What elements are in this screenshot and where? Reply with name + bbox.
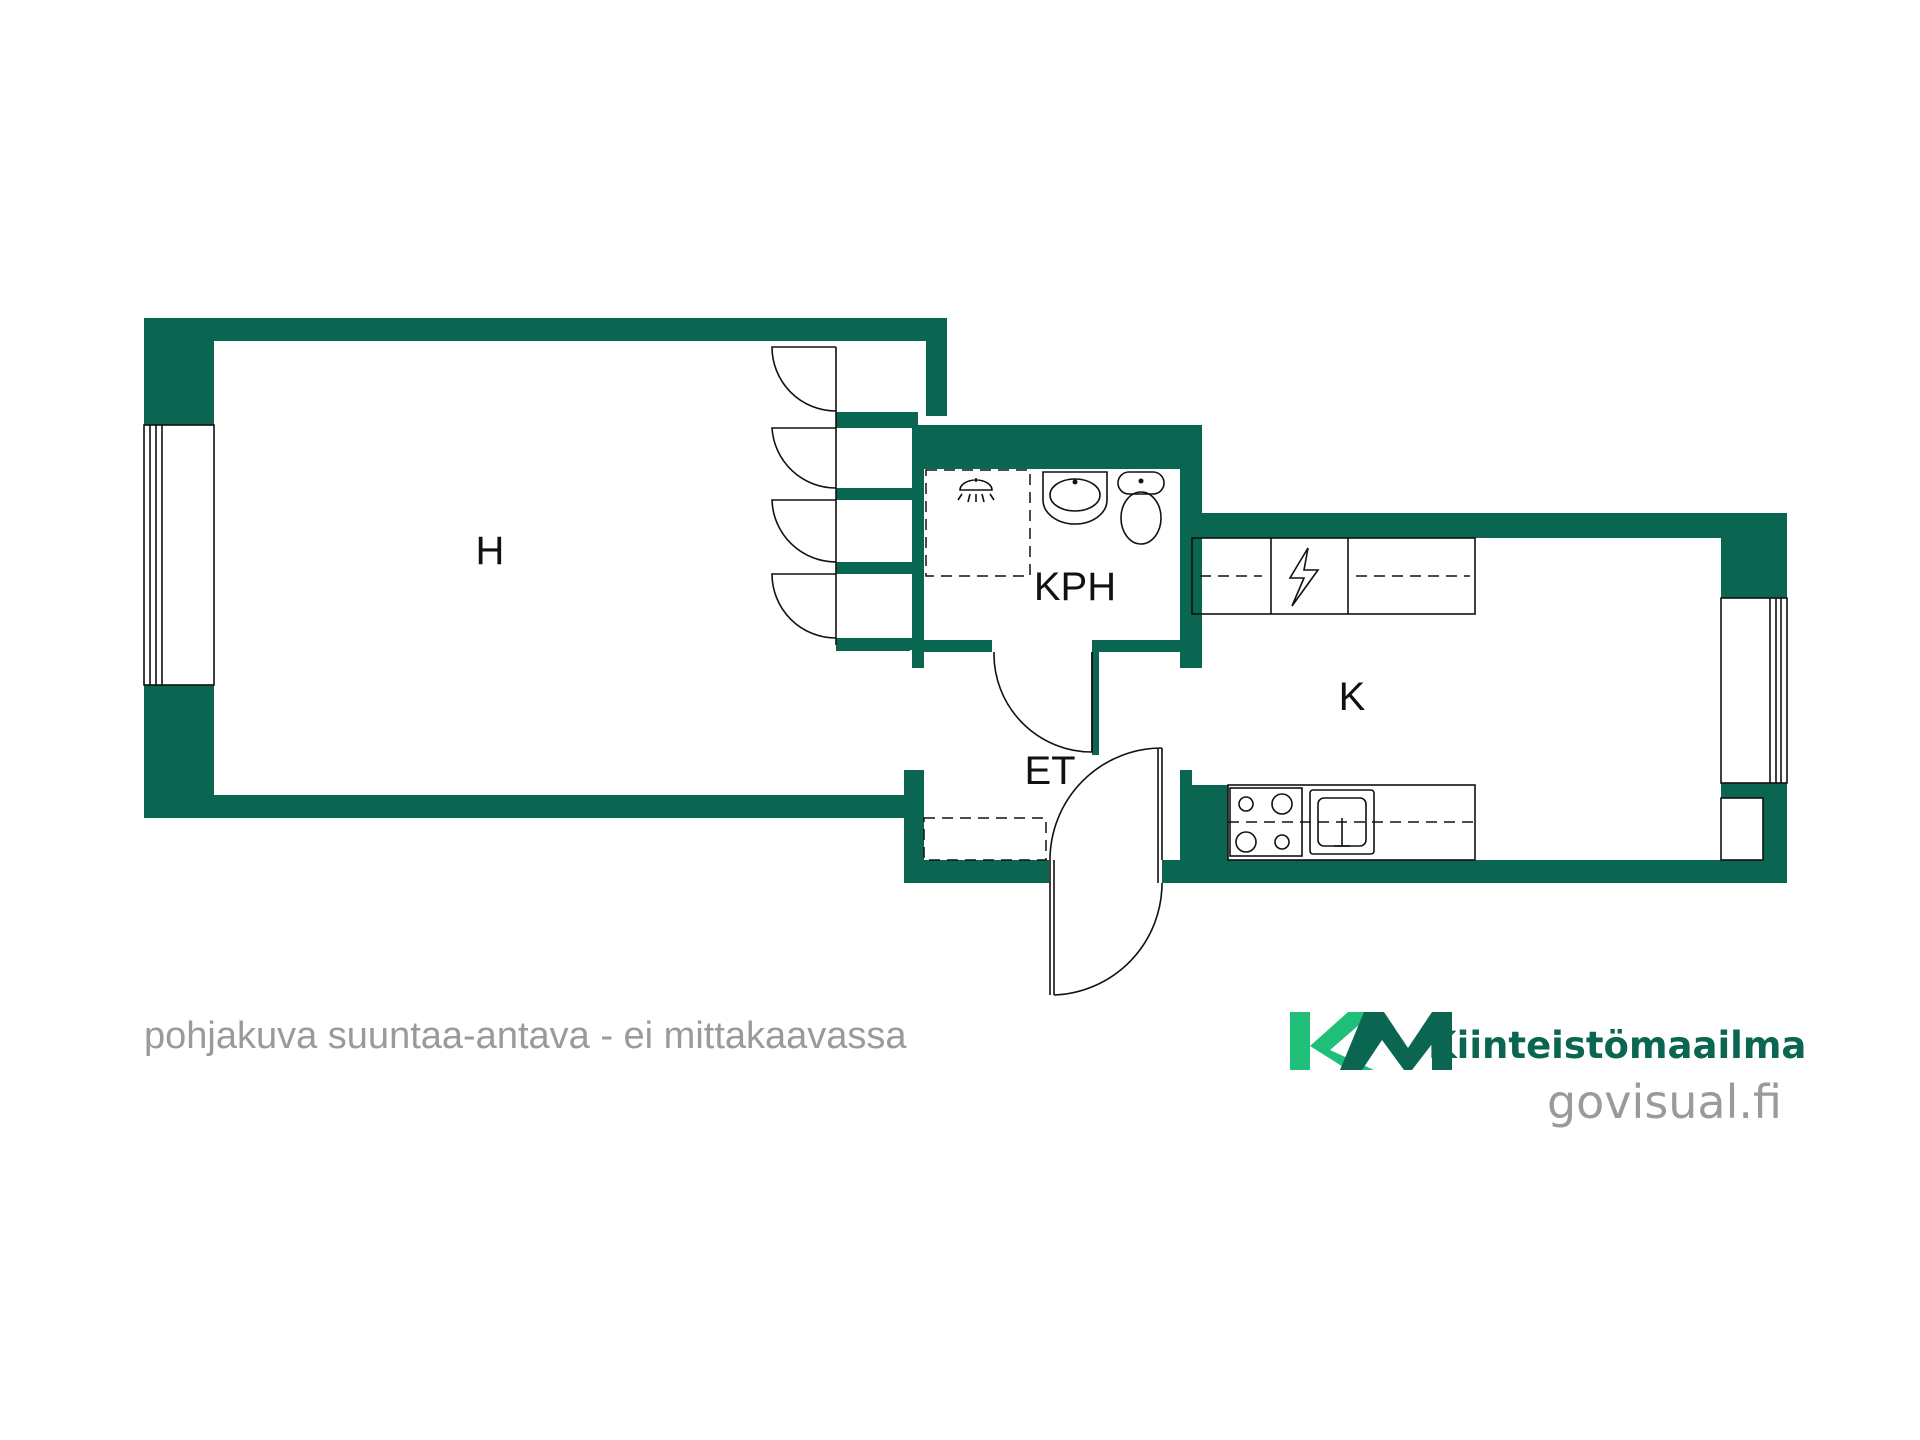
room-label-bathroom: KPH: [1034, 565, 1116, 609]
wall: [912, 425, 1202, 469]
toilet-icon: [1117, 471, 1165, 545]
wall: [1092, 640, 1190, 652]
wall: [1721, 513, 1787, 598]
closet-door: [771, 573, 837, 639]
closet-doors: [771, 346, 837, 645]
wall: [836, 645, 910, 651]
walls: [143, 318, 1788, 883]
wall: [912, 425, 924, 668]
closet-door: [771, 499, 837, 563]
shower-area: [925, 469, 1031, 577]
wall: [904, 860, 1049, 883]
entrance-door: [1049, 747, 1163, 996]
wall: [836, 488, 918, 500]
wall: [1180, 513, 1202, 668]
electric-panel-icon: [1288, 547, 1320, 607]
wall: [912, 640, 992, 652]
closet-door: [771, 346, 837, 412]
coat-rack-area: [923, 817, 1047, 861]
window-right: [1720, 597, 1788, 784]
brand-website: govisual.fi: [1547, 1075, 1782, 1129]
shower-icon: [957, 478, 995, 503]
wall: [1092, 645, 1099, 755]
km-logo: [1290, 1012, 1452, 1070]
wall: [836, 412, 918, 428]
room-label-kitchen: K: [1339, 675, 1366, 719]
kitchen-fixtures: [1191, 537, 1476, 861]
wall: [144, 318, 947, 341]
closet-door: [771, 427, 837, 489]
wall: [144, 795, 920, 818]
sink-icon: [1042, 471, 1108, 525]
kitchen-sink-icon: [1309, 789, 1375, 855]
bathroom-fixtures: [925, 469, 1165, 753]
wall: [1162, 860, 1787, 883]
stove-icon: [1229, 787, 1303, 857]
window-left: [143, 424, 215, 686]
wall: [836, 562, 918, 574]
room-label-entrance: ET: [1024, 749, 1075, 793]
kitchen-corner-cabinet: [1720, 797, 1764, 861]
room-label-bedroom: H: [476, 529, 505, 573]
wall: [1180, 513, 1786, 538]
disclaimer-caption: pohjakuva suuntaa-antava - ei mittakaava…: [144, 1015, 907, 1057]
entrance-fixtures: [923, 747, 1163, 996]
brand-name: Kiinteistömaailma: [1428, 1024, 1806, 1067]
wall: [926, 318, 947, 416]
wall: [904, 770, 924, 883]
kitchen-upper-cabinets: [1191, 537, 1476, 615]
bathroom-door: [993, 651, 1093, 753]
wall: [1180, 785, 1228, 870]
wall: [144, 318, 214, 428]
